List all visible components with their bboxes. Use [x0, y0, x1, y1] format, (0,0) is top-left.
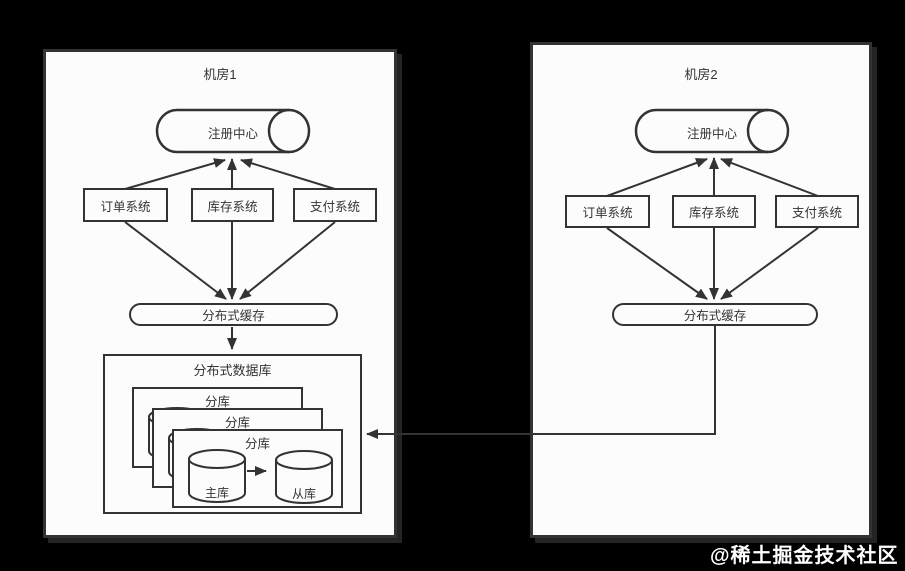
shard-front-label: 分库: [244, 437, 270, 451]
room1-registry-label: 注册中心: [207, 127, 258, 141]
room1-payment-system-label: 支付系统: [309, 199, 360, 214]
room2-registry-label: 注册中心: [686, 127, 737, 141]
shard-back-label: 分库: [204, 395, 230, 409]
horizontal-cylinder-icon: [155, 108, 311, 154]
room1-order-system-box: 订单系统: [83, 188, 168, 222]
room2-order-system-label: 订单系统: [582, 206, 633, 220]
room2-cache-node: 分布式缓存: [612, 303, 818, 326]
room2-payment-system-label: 支付系统: [791, 206, 842, 220]
database-cylinder-icon: [188, 449, 246, 503]
room2-inventory-system-label: 库存系统: [688, 206, 739, 220]
room1-database-title: 分布式数据库: [193, 363, 272, 378]
room2-registry-node: 注册中心: [634, 108, 790, 154]
slave-db-cylinder: 从库: [274, 449, 334, 505]
room1-order-system-label: 订单系统: [100, 199, 151, 214]
room1-cache-label: 分布式缓存: [202, 309, 265, 323]
room2-order-system-box: 订单系统: [565, 195, 650, 228]
horizontal-cylinder-icon: [634, 108, 790, 154]
room1-inventory-system-label: 库存系统: [207, 199, 258, 214]
room1-title: 机房1: [203, 67, 237, 82]
slave-db-label: 从库: [291, 487, 316, 501]
shard-middle-label: 分库: [224, 416, 250, 430]
room1-inventory-system-box: 库存系统: [191, 188, 274, 222]
room1-cache-node: 分布式缓存: [129, 303, 338, 326]
room1-registry-node: 注册中心: [155, 108, 311, 154]
master-db-cylinder: 主库: [187, 448, 247, 504]
room2-inventory-system-box: 库存系统: [672, 195, 756, 228]
shard-box-front: 分库 主库 从库: [172, 429, 343, 508]
master-db-label: 主库: [204, 486, 229, 500]
watermark-text: @稀土掘金技术社区: [710, 545, 899, 567]
room1-payment-system-box: 支付系统: [293, 188, 377, 222]
room2-cache-label: 分布式缓存: [683, 309, 747, 323]
room2-payment-system-box: 支付系统: [775, 195, 859, 228]
database-cylinder-icon: [275, 450, 333, 504]
room2-title: 机房2: [684, 67, 718, 82]
